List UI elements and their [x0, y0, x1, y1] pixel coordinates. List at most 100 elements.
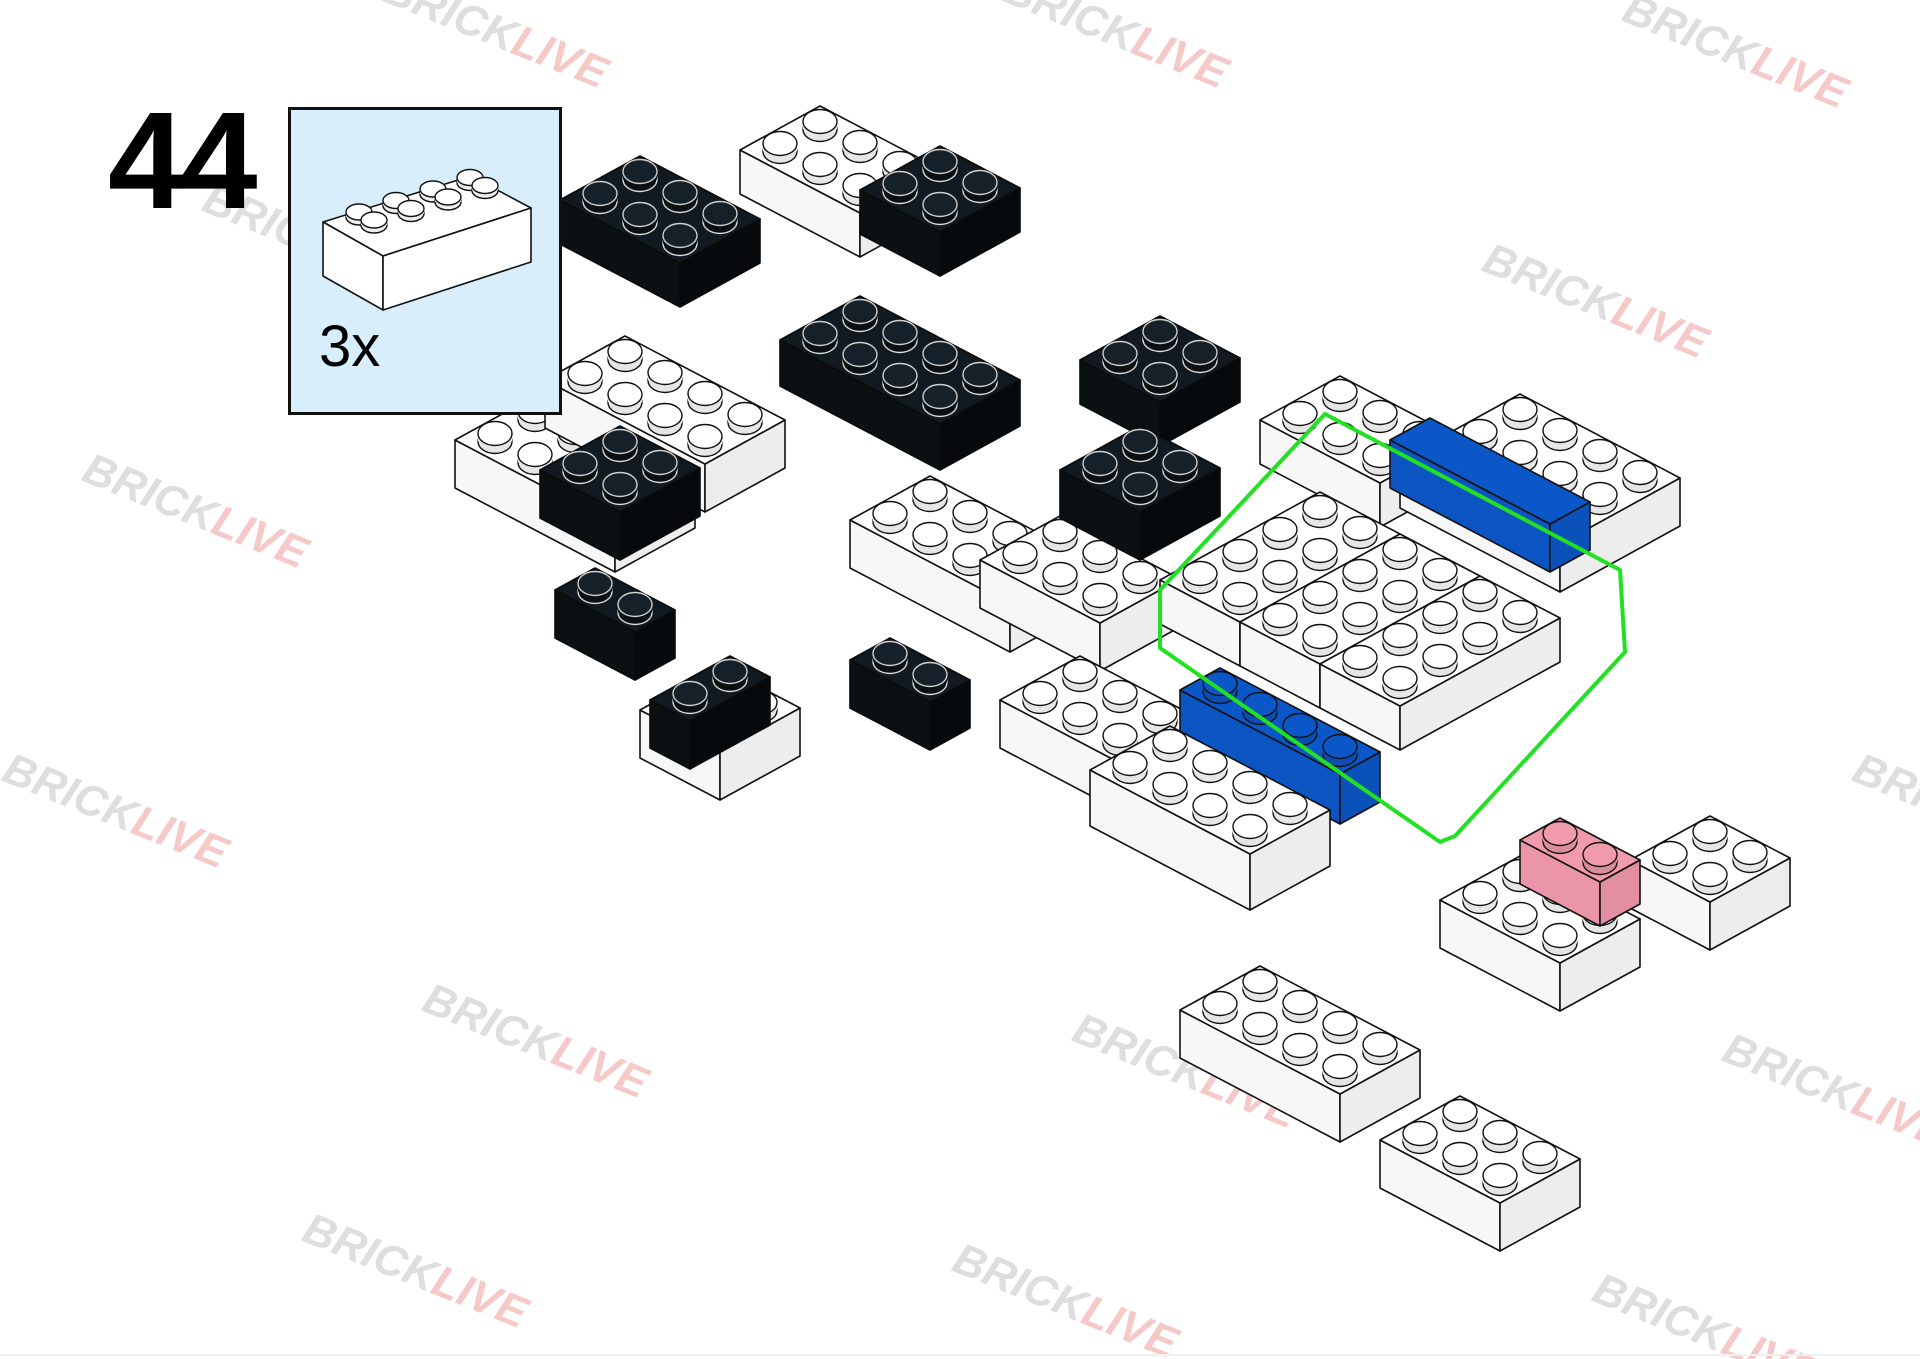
brick-black-mid-2 [849, 637, 971, 751]
stud [1322, 1053, 1358, 1088]
stud [952, 499, 988, 534]
stud [582, 180, 618, 215]
parts-callout: 3x [288, 107, 562, 415]
stud [1122, 428, 1158, 463]
stud [842, 341, 878, 376]
stud [1582, 481, 1618, 516]
stud [1082, 450, 1118, 485]
stud [1122, 560, 1158, 595]
stud [1342, 601, 1378, 636]
brick-black-mid-3 [1059, 425, 1221, 561]
stud [1082, 582, 1118, 617]
stud [1042, 561, 1078, 596]
stud [1402, 1120, 1438, 1155]
stud [1362, 1031, 1398, 1066]
watermark: BRICKLIVE [1616, 0, 1856, 119]
brick-2x4-part-icon [322, 168, 532, 311]
stud [1482, 1162, 1518, 1197]
stud [842, 129, 878, 164]
stud [1582, 841, 1618, 876]
stud [622, 201, 658, 236]
stud [617, 591, 653, 626]
stud [1272, 791, 1308, 826]
stud [1082, 539, 1118, 574]
stud [1222, 538, 1258, 573]
stud [1242, 968, 1278, 1003]
stud [1542, 922, 1578, 957]
stud [1582, 438, 1618, 473]
stud [1502, 396, 1538, 431]
stud [1302, 494, 1338, 529]
stud [922, 340, 958, 375]
stud [922, 383, 958, 418]
highlight-outline [1158, 412, 1627, 844]
stud [607, 381, 643, 416]
stud [912, 661, 948, 696]
stud [1522, 1140, 1558, 1175]
part-stud [434, 188, 462, 211]
part-stud [397, 199, 425, 223]
stud [1542, 417, 1578, 452]
watermark: BRICKLIVE [1846, 744, 1920, 879]
stud [1542, 820, 1578, 855]
brick-blue-right [1389, 417, 1591, 573]
stud [1382, 579, 1418, 614]
stud [1022, 680, 1058, 715]
stud [642, 449, 678, 484]
stud [1462, 880, 1498, 915]
stud [1162, 449, 1198, 484]
stud [1152, 728, 1188, 763]
watermark: BRICKLIVE [996, 0, 1236, 99]
stud [1382, 622, 1418, 657]
stud [1102, 679, 1138, 714]
page-bottom-rule [0, 1354, 1920, 1356]
stud [1262, 516, 1298, 551]
stud [1362, 399, 1398, 434]
stud [1232, 813, 1268, 848]
stud [802, 320, 838, 355]
stud [1442, 1141, 1478, 1176]
brick-white-lower-2 [1629, 815, 1791, 951]
stud [1182, 560, 1218, 595]
stud [1282, 400, 1318, 435]
stud [1232, 770, 1268, 805]
brick-white-tail-1 [1179, 965, 1421, 1143]
stud [1322, 733, 1358, 768]
brick-white-mid-2 [979, 515, 1181, 672]
stud [602, 428, 638, 463]
stud [672, 680, 708, 715]
stud [1302, 623, 1338, 658]
stud [912, 521, 948, 556]
brick-white-lower-1 [1439, 855, 1641, 1012]
stud [577, 570, 613, 605]
brick-black-back-3 [1079, 315, 1241, 447]
part-stud [360, 211, 388, 234]
new-brick-2x4-3 [1319, 575, 1561, 751]
stud [1142, 318, 1178, 353]
stud [1102, 722, 1138, 757]
stud [1382, 536, 1418, 571]
stud [1382, 665, 1418, 700]
stud [882, 170, 918, 205]
stud [647, 402, 683, 437]
stud [702, 200, 738, 235]
stud [1442, 1098, 1478, 1133]
stud [872, 640, 908, 675]
brick-black-back-1 [559, 155, 761, 308]
stud [912, 478, 948, 513]
stud [1002, 540, 1038, 575]
brick-pink [1519, 817, 1641, 927]
stud [687, 380, 723, 415]
stud [1282, 989, 1318, 1024]
watermark: BRICKLIVE [416, 974, 656, 1109]
stud [712, 658, 748, 693]
stud [1322, 378, 1358, 413]
watermark: BRICKLIVE [0, 744, 236, 879]
stud [1462, 621, 1498, 656]
stud [1342, 558, 1378, 593]
stud [1462, 578, 1498, 613]
stud [1122, 471, 1158, 506]
stud [1482, 1119, 1518, 1154]
stud [1192, 749, 1228, 784]
